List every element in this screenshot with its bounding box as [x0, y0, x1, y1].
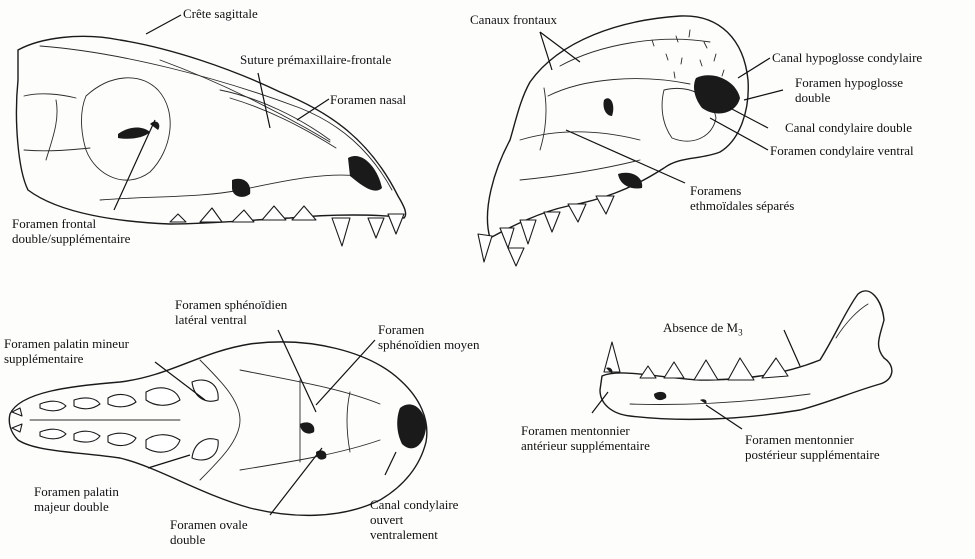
mandible-view: [600, 291, 892, 419]
label-foramen-sphenoidien-lateral: Foramen sphénoïdien latéral ventral: [175, 297, 287, 327]
label-canal-condylaire-ouvert: Canal condylaire ouvert ventralement: [370, 497, 458, 542]
label-suture-premaxillaire-frontale: Suture prémaxillaire-frontale: [240, 52, 391, 67]
label-canaux-frontaux: Canaux frontaux: [470, 12, 557, 27]
label-foramen-condylaire-ventral: Foramen condylaire ventral: [770, 143, 914, 158]
label-foramen-hypoglosse-double: Foramen hypoglosse double: [795, 75, 903, 105]
label-absence-m3-text: Absence de M: [663, 320, 738, 335]
label-absence-m3-subscript: 3: [738, 328, 743, 338]
skull-lateral-view: [16, 36, 405, 246]
label-canal-condylaire-double: Canal condylaire double: [785, 120, 912, 135]
label-foramen-sphenoidien-moyen: Foramen sphénoïdien moyen: [378, 322, 479, 352]
label-foramen-frontal: Foramen frontal double/supplémentaire: [12, 216, 130, 246]
label-absence-m3: Absence de M3: [663, 320, 743, 341]
label-canal-hypoglosse-condylaire: Canal hypoglosse condylaire: [772, 50, 922, 65]
label-foramen-palatin-mineur: Foramen palatin mineur supplémentaire: [4, 336, 129, 366]
skull-oblique-view: [478, 16, 748, 266]
label-foramen-ovale: Foramen ovale double: [170, 517, 248, 547]
label-foramens-ethmoidales: Foramens ethmoïdales séparés: [690, 183, 794, 213]
label-foramen-nasal: Foramen nasal: [330, 92, 406, 107]
label-crete-sagittale: Crête sagittale: [183, 6, 258, 21]
label-foramen-palatin-majeur: Foramen palatin majeur double: [34, 484, 119, 514]
label-foramen-mentonnier-posterieur: Foramen mentonnier postérieur supplément…: [745, 432, 880, 462]
label-foramen-mentonnier-anterieur: Foramen mentonnier antérieur supplémenta…: [521, 423, 650, 453]
